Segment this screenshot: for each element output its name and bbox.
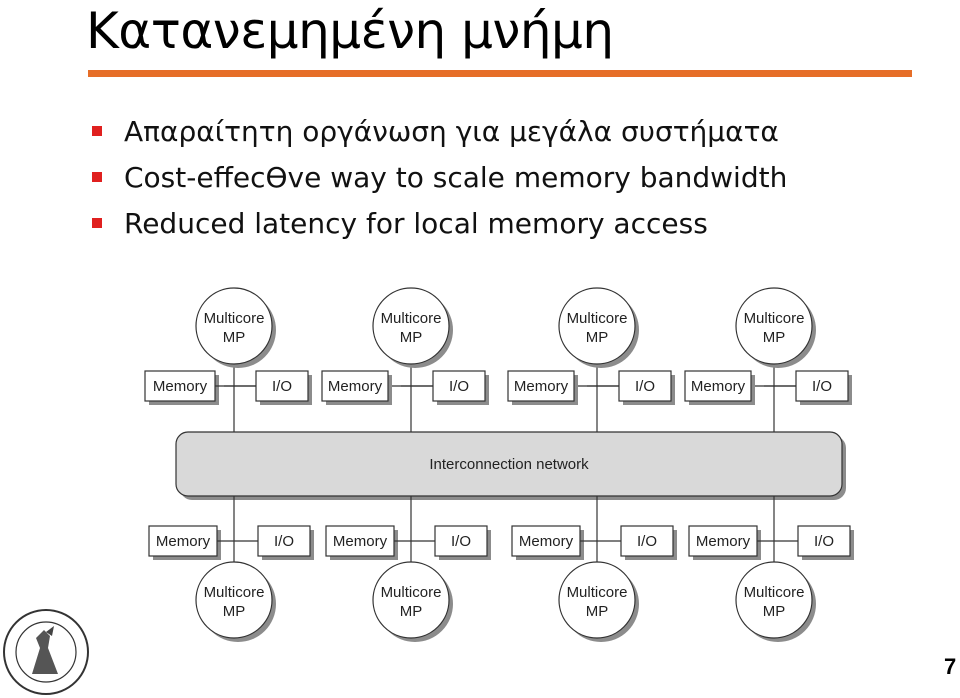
processor-node: [372, 561, 450, 639]
bullet-square-icon: [92, 172, 102, 182]
interconnection-network: [175, 431, 843, 497]
memory-box-label: Memory: [156, 533, 211, 550]
processor-label-line1: Multicore: [744, 310, 805, 327]
title-rule: [88, 70, 912, 77]
processor-label-line2: MP: [763, 329, 786, 346]
university-seal-icon: [3, 609, 89, 695]
bullet-square-icon: [92, 126, 102, 136]
io-box: [620, 525, 674, 557]
bullet-text: Απαραίτητη οργάνωση για μεγάλα συστήματα: [124, 114, 779, 148]
page-number: 7: [944, 654, 957, 679]
io-box-label: I/O: [812, 378, 832, 395]
io-box-label: I/O: [451, 533, 471, 550]
memory-box-label: Memory: [514, 378, 569, 395]
bullet-text: Cost-effecƟve way to scale memory bandwi…: [124, 160, 788, 194]
io-box-label: I/O: [272, 378, 292, 395]
bullet-square-icon: [92, 218, 102, 228]
io-box-label: I/O: [635, 378, 655, 395]
processor-label-line2: MP: [400, 603, 423, 620]
memory-box-label: Memory: [328, 378, 383, 395]
memory-box-label: Memory: [519, 533, 574, 550]
processor-label-line1: Multicore: [204, 584, 265, 601]
bullet-text: Reduced latency for local memory access: [124, 206, 708, 240]
processor-label-line1: Multicore: [744, 584, 805, 601]
io-box-label: I/O: [637, 533, 657, 550]
memory-box-label: Memory: [691, 378, 746, 395]
bullet-item: Reduced latency for local memory access: [92, 200, 787, 246]
bullet-item: Απαραίτητη οργάνωση για μεγάλα συστήματα: [92, 108, 787, 154]
memory-box: [684, 370, 752, 402]
processor-node: [372, 287, 450, 365]
processor-label-line1: Multicore: [381, 310, 442, 327]
processor-label-line2: MP: [763, 603, 786, 620]
processor-label-line2: MP: [223, 603, 246, 620]
network-label: Interconnection network: [429, 456, 589, 473]
processor-node: [195, 561, 273, 639]
processor-label-line1: Multicore: [381, 584, 442, 601]
processor-node: [558, 561, 636, 639]
memory-box: [144, 370, 216, 402]
memory-box: [507, 370, 575, 402]
io-box-label: I/O: [274, 533, 294, 550]
memory-box: [321, 370, 389, 402]
processor-node: [735, 561, 813, 639]
io-box-label: I/O: [814, 533, 834, 550]
bullet-item: Cost-effecƟve way to scale memory bandwi…: [92, 154, 787, 200]
processor-label-line2: MP: [586, 603, 609, 620]
processor-node: [195, 287, 273, 365]
processor-label-line1: Multicore: [567, 584, 628, 601]
memory-box-label: Memory: [153, 378, 208, 395]
memory-box: [325, 525, 395, 557]
processor-label-line2: MP: [223, 329, 246, 346]
processor-node: [558, 287, 636, 365]
processor-label-line2: MP: [586, 329, 609, 346]
io-box: [795, 370, 849, 402]
slide-title: Κατανεμημένη μνήμη: [86, 2, 614, 60]
bullet-list: Απαραίτητη οργάνωση για μεγάλα συστήματα…: [92, 108, 787, 246]
processor-label-line2: MP: [400, 329, 423, 346]
processor-node: [735, 287, 813, 365]
io-box: [432, 370, 486, 402]
processor-label-line1: Multicore: [204, 310, 265, 327]
memory-box-label: Memory: [696, 533, 751, 550]
io-box-label: I/O: [449, 378, 469, 395]
io-box: [434, 525, 488, 557]
processor-label-line1: Multicore: [567, 310, 628, 327]
memory-box-label: Memory: [333, 533, 388, 550]
